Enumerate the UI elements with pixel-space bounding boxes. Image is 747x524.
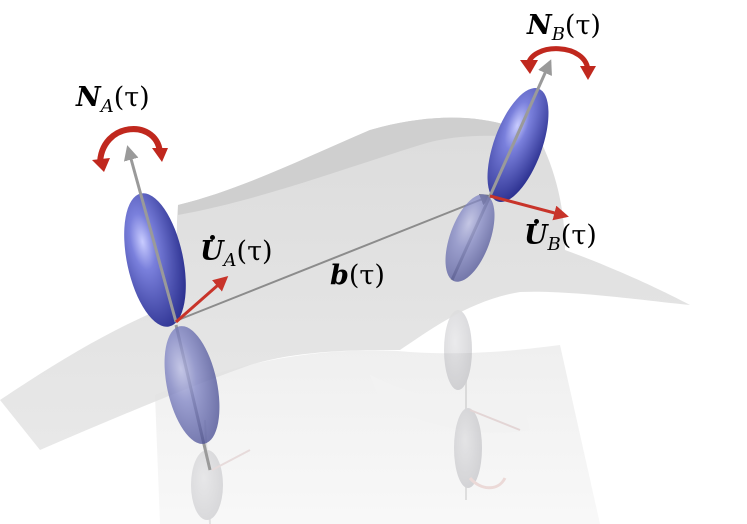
label-udot-b: UB(τ) [524,219,597,255]
label-normal-a: NA(τ) [76,82,150,117]
ellipsoid-a-upper [124,193,186,327]
label-separation: b(τ) [330,260,385,291]
surface-highlight [178,117,540,215]
axis-b-upper [488,59,552,197]
label-udot-a: UA(τ) [200,235,273,271]
reflection-b [444,310,521,500]
surface-reflection [155,345,600,524]
velocity-arrow-a [175,276,229,324]
particle-b [445,46,596,282]
ellipsoid-a-lower [164,326,220,444]
ellipsoid-b-upper [487,88,549,202]
particle-a [92,126,229,471]
rotation-arrow-a [97,126,163,166]
axis-a-upper [123,145,178,323]
velocity-arrow-b [489,194,569,221]
surface-reflection-fold [370,375,530,433]
ellipsoid-b-lower [445,194,495,282]
separation-line [177,193,493,321]
label-normal-b: NB(τ) [527,10,601,45]
rotation-arrow-b [525,46,591,73]
